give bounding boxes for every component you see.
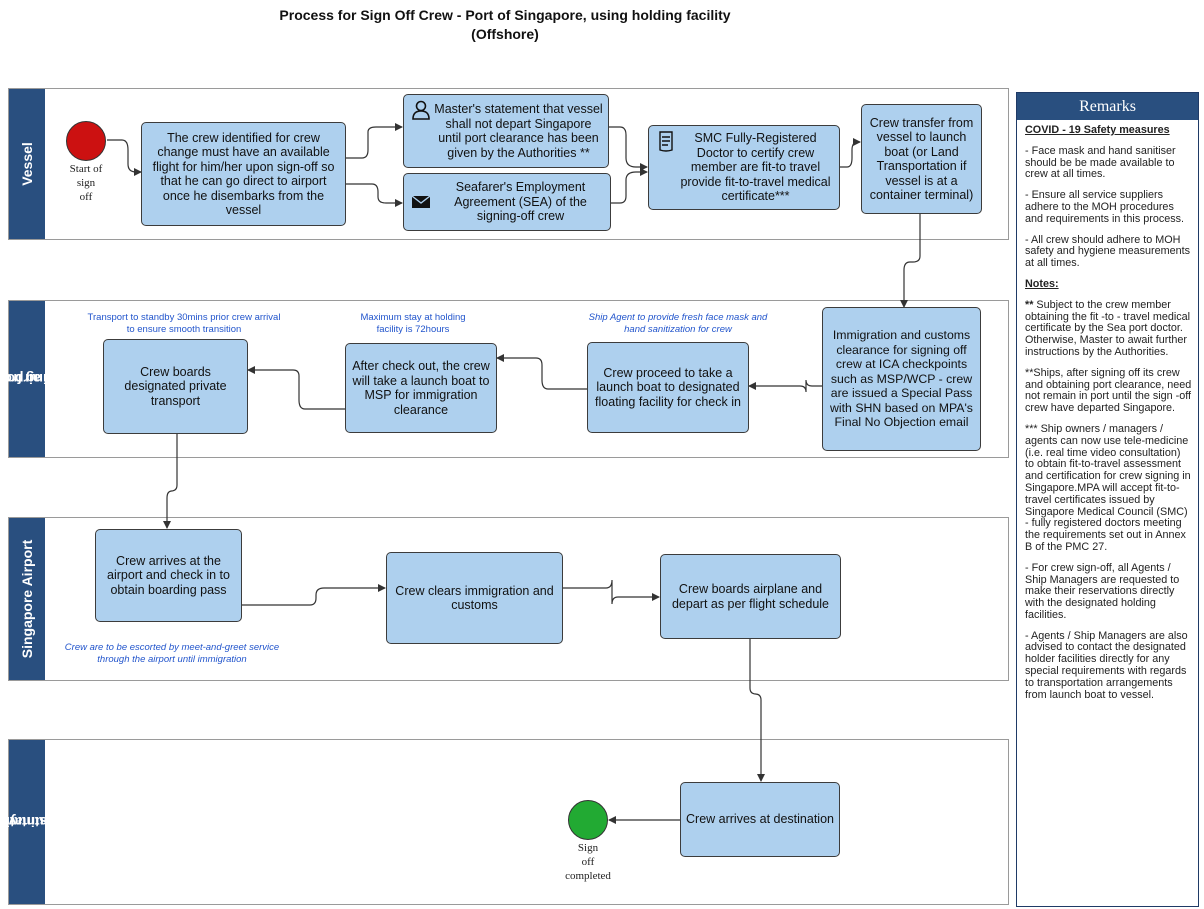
remark-note-4: - For crew sign-off, all Agents / Ship M… xyxy=(1025,561,1180,621)
box-arrives-destination: Crew arrives at destination xyxy=(680,782,840,857)
remark-item-3: - All crew should adhere to MOH safety a… xyxy=(1025,233,1191,270)
box-boards-airplane: Crew boards airplane and depart as per f… xyxy=(660,554,841,639)
arrow-start-to-crew-change xyxy=(107,139,142,176)
notes-heading: Notes: xyxy=(1025,277,1059,290)
arrow-smc-to-transfer xyxy=(840,138,861,168)
lane-label-vessel: Vessel xyxy=(9,89,45,239)
title-line-2: (Offshore) xyxy=(471,26,539,42)
note-ship-agent: Ship Agent to provide fresh face mask an… xyxy=(588,312,768,335)
box-smc-doctor: SMC Fully-Registered Doctor to certify c… xyxy=(648,125,840,210)
title-line-1: Process for Sign Off Crew - Port of Sing… xyxy=(279,7,731,23)
remarks-body: COVID - 19 Safety measures - Face mask a… xyxy=(1017,120,1198,701)
arrow-sea-to-smc xyxy=(611,168,648,204)
note-max-stay: Maximum stay at holding facility is 72ho… xyxy=(360,312,466,335)
start-event xyxy=(66,121,106,161)
remark-note-2: **Ships, after signing off its crew and … xyxy=(1025,366,1192,415)
box-private-transport: Crew boards designated private transport xyxy=(103,339,248,434)
arrow-master-to-smc xyxy=(609,126,648,171)
box-immigration: Immigration and customs clearance for si… xyxy=(822,307,981,451)
remark-note-3: *** Ship owners / managers / agents can … xyxy=(1025,422,1191,553)
person-icon xyxy=(412,100,430,120)
lane-label-airport: Singapore Airport xyxy=(9,518,45,680)
remarks-heading: Remarks xyxy=(1017,93,1198,120)
remark-item-1: - Face mask and hand sanitiser should be… xyxy=(1025,144,1176,181)
arrow-immigration-to-launch xyxy=(748,379,822,393)
covid-heading: COVID - 19 Safety measures xyxy=(1025,124,1170,136)
box-master-statement: Master's statement that vessel shall not… xyxy=(403,94,609,168)
box-crew-change: The crew identified for crew change must… xyxy=(141,122,346,226)
arrow-airport-to-immigration xyxy=(242,584,386,606)
arrow-crew-change-to-sea xyxy=(346,183,403,207)
box-sea: Seafarer's Employment Agreement (SEA) of… xyxy=(403,173,611,231)
box-clears-immigration: Crew clears immigration and customs xyxy=(386,552,563,644)
box-crew-transfer: Crew transfer from vessel to launch boat… xyxy=(861,104,982,214)
note-escort: Crew are to be escorted by meet-and-gree… xyxy=(64,642,280,665)
diagram-title: Process for Sign Off Crew - Port of Sing… xyxy=(0,6,1010,44)
note-transport: Transport to standby 30mins prior crew a… xyxy=(87,312,281,335)
box-launch-floating: Crew proceed to take a launch boat to de… xyxy=(587,342,749,433)
box-arrives-airport: Crew arrives at the airport and check in… xyxy=(95,529,242,622)
lane-destination: Country ofDestination xyxy=(0,739,1009,905)
end-event xyxy=(568,800,608,840)
arrow-launch-to-checkout xyxy=(496,354,587,390)
remarks-panel: Remarks COVID - 19 Safety measures - Fac… xyxy=(1016,92,1199,907)
arrow-crew-change-to-master xyxy=(346,123,403,159)
arrow-airplane-to-destination xyxy=(749,612,765,782)
box-after-checkout: After check out, the crew will take a la… xyxy=(345,343,497,433)
lane-label-transit: Transiting from pierto airport xyxy=(0,301,93,457)
remark-item-2: - Ensure all service suppliers adhere to… xyxy=(1025,189,1185,225)
envelope-icon xyxy=(412,196,430,208)
remark-note-5: - Agents / Ship Managers are also advise… xyxy=(1025,629,1188,701)
certificate-icon xyxy=(659,131,673,152)
remark-note-1: ** Subject to the crew member obtaining … xyxy=(1025,298,1191,358)
arrow-checkout-to-transport xyxy=(247,366,345,410)
arrow-transport-to-airport xyxy=(163,434,178,529)
arrow-immigration-to-airplane xyxy=(563,579,660,605)
lane-label-destination: Country ofDestination xyxy=(0,740,65,904)
arrow-transfer-to-immigration xyxy=(900,214,921,308)
